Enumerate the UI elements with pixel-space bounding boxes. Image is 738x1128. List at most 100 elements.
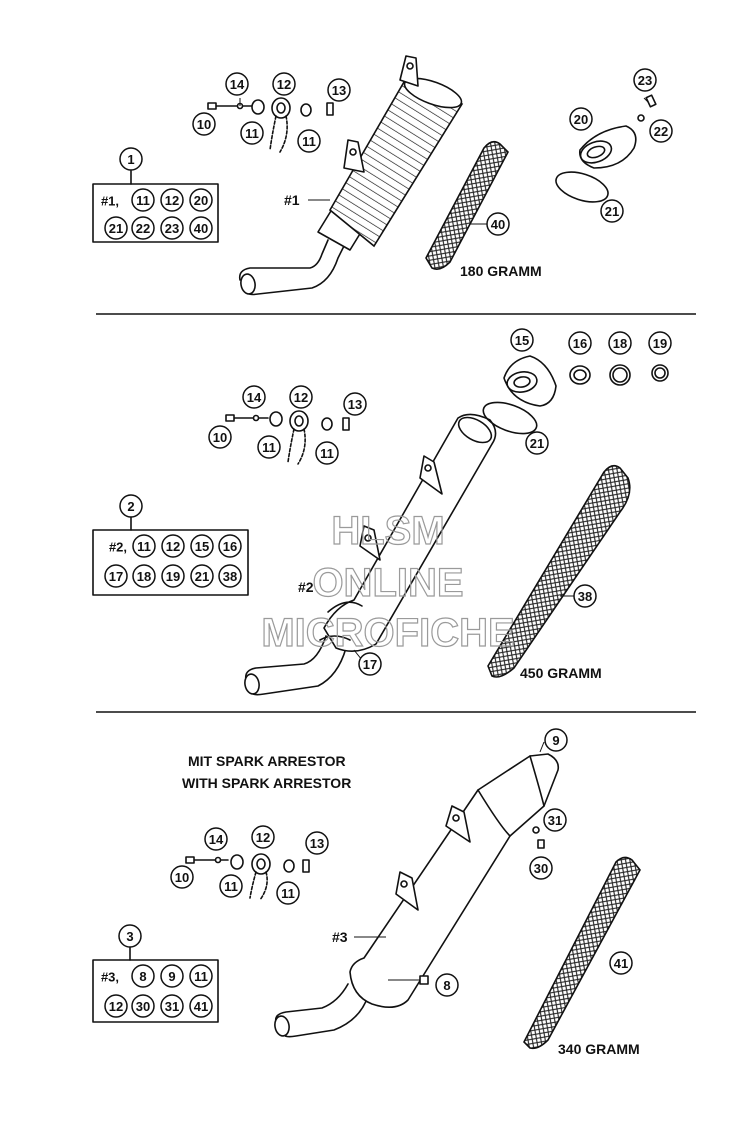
callout-section2-21: 21 <box>525 431 549 455</box>
kit-number-section1: 1 <box>119 147 143 171</box>
callout-section2-18: 18 <box>608 331 632 355</box>
callout-section1-11-text: 11 <box>302 134 316 149</box>
muffler-2 <box>244 413 497 696</box>
kit-section2-part-18: 18 <box>132 564 156 588</box>
callout-section2-19: 19 <box>648 331 672 355</box>
callout-section1-20: 20 <box>569 107 593 131</box>
callout-section3-9: 9 <box>544 728 568 752</box>
callout-section2-15: 15 <box>510 328 534 352</box>
kit-section2-part-19-text: 19 <box>166 569 180 584</box>
end-cap-15 <box>503 355 557 407</box>
callout-section1-20-text: 20 <box>574 112 588 127</box>
callout-section3-10-text: 10 <box>175 870 189 885</box>
weight-label-2: 450 GRAMM <box>520 665 602 681</box>
muffler-label-3: #3 <box>332 929 348 945</box>
end-cap-20 <box>555 94 657 203</box>
callout-section3-11-text: 11 <box>281 886 295 901</box>
callout-section3-13: 13 <box>305 831 329 855</box>
kit-box-3 <box>92 959 219 1023</box>
spark-arrestor-title-en: WITH SPARK ARRESTOR <box>182 775 351 791</box>
heat-shield-41 <box>523 856 641 1050</box>
callout-section2-16: 16 <box>568 331 592 355</box>
callout-section1-11-text: 11 <box>245 126 259 141</box>
callout-section3-11: 11 <box>219 874 243 898</box>
section-2: #2 450 GRAMM <box>92 355 669 696</box>
kit-section3-part-8: 8 <box>131 964 155 988</box>
kit-section3-part-11-text: 11 <box>194 969 208 984</box>
kit-section2-part-15-text: 15 <box>195 539 209 554</box>
kit-section1-part-11-text: 11 <box>136 193 150 208</box>
kit-section2-part-18-text: 18 <box>137 569 151 584</box>
callout-section1-23: 23 <box>633 68 657 92</box>
kit-section2-part-38-text: 38 <box>223 569 237 584</box>
kit-section1-part-12-text: 12 <box>165 193 179 208</box>
section-3: MIT SPARK ARRESTOR WITH SPARK ARRESTOR <box>92 741 641 1057</box>
kit-section2-part-19: 19 <box>161 564 185 588</box>
callout-section2-10-text: 10 <box>213 430 227 445</box>
kit-section2-part-21: 21 <box>190 564 214 588</box>
kit-number-section2: 2 <box>119 494 143 518</box>
kit-section2-part-17: 17 <box>104 564 128 588</box>
callout-section1-14-text: 14 <box>230 77 245 92</box>
callout-section2-14: 14 <box>242 385 266 409</box>
kit-section1-part-40: 40 <box>189 216 213 240</box>
callout-section3-41: 41 <box>609 951 633 975</box>
callout-section2-11-text: 11 <box>262 440 276 455</box>
kit-section3-part-12-text: 12 <box>109 999 123 1014</box>
callout-section1-23-text: 23 <box>638 73 652 88</box>
callout-section3-11-text: 11 <box>224 879 238 894</box>
callout-section2-11: 11 <box>257 435 281 459</box>
callout-section1-12: 12 <box>272 72 296 96</box>
callout-section3-41-text: 41 <box>614 956 628 971</box>
section-1: #1 180 GRAMM <box>92 55 657 296</box>
callout-section2-12: 12 <box>289 385 313 409</box>
callout-section3-13-text: 13 <box>310 836 324 851</box>
muffler-3 <box>274 753 560 1038</box>
kit-section1-part-40-text: 40 <box>194 221 208 236</box>
kit-number-section3: 3 <box>118 924 142 948</box>
callout-section1-10-text: 10 <box>197 117 211 132</box>
kit-section3-part-12: 12 <box>104 994 128 1018</box>
callout-section1-10: 10 <box>192 112 216 136</box>
kit-section1-part-12: 12 <box>160 188 184 212</box>
kit-section3-part-30-text: 30 <box>136 999 150 1014</box>
watermark-line-3: MICROFICHE <box>261 611 514 655</box>
muffler-label-2: #2 <box>298 579 314 595</box>
kit-box-1 <box>92 183 219 243</box>
kit-section3-part-41: 41 <box>189 994 213 1018</box>
weight-label-3: 340 GRAMM <box>558 1041 640 1057</box>
weight-label-1: 180 GRAMM <box>460 263 542 279</box>
kit-box-2 <box>92 529 249 596</box>
heat-shield-40 <box>425 140 509 270</box>
kit-section2-model: #2, <box>109 540 127 555</box>
kit-section1-part-23-text: 23 <box>165 221 179 236</box>
kit-section2-part-12-text: 12 <box>166 539 180 554</box>
kit-section1-model: #1, <box>101 194 119 209</box>
callout-section2-11-text: 11 <box>320 446 334 461</box>
kit-section3-part-31: 31 <box>160 994 184 1018</box>
ring-16 <box>569 365 591 385</box>
callout-section2-21-text: 21 <box>530 436 544 451</box>
callout-section1-22: 22 <box>649 119 673 143</box>
callout-section1-13-text: 13 <box>332 83 346 98</box>
callout-section1-40-text: 40 <box>491 217 505 232</box>
kit-section3-part-31-text: 31 <box>165 999 179 1014</box>
callout-section2-19-text: 19 <box>653 336 667 351</box>
kit-section2-part-38: 38 <box>218 564 242 588</box>
callout-section2-13: 13 <box>343 392 367 416</box>
callout-section3-12-text: 12 <box>256 830 270 845</box>
kit-section2-part-11-text: 11 <box>137 539 151 554</box>
kit-section3-part-41-text: 41 <box>194 999 208 1014</box>
callout-section2-14-text: 14 <box>247 390 262 405</box>
callout-section2-15-text: 15 <box>515 333 529 348</box>
kit-section1-part-20: 20 <box>189 188 213 212</box>
kit-section1-part-23: 23 <box>160 216 184 240</box>
callout-section3-30: 30 <box>529 856 553 880</box>
muffler-label-1: #1 <box>284 192 300 208</box>
callout-section3-31-text: 31 <box>548 813 562 828</box>
gasket-21-s1 <box>555 171 609 203</box>
kit-section1-part-22: 22 <box>131 216 155 240</box>
watermark: HLSM ONLINE MICROFICHE <box>261 508 516 655</box>
